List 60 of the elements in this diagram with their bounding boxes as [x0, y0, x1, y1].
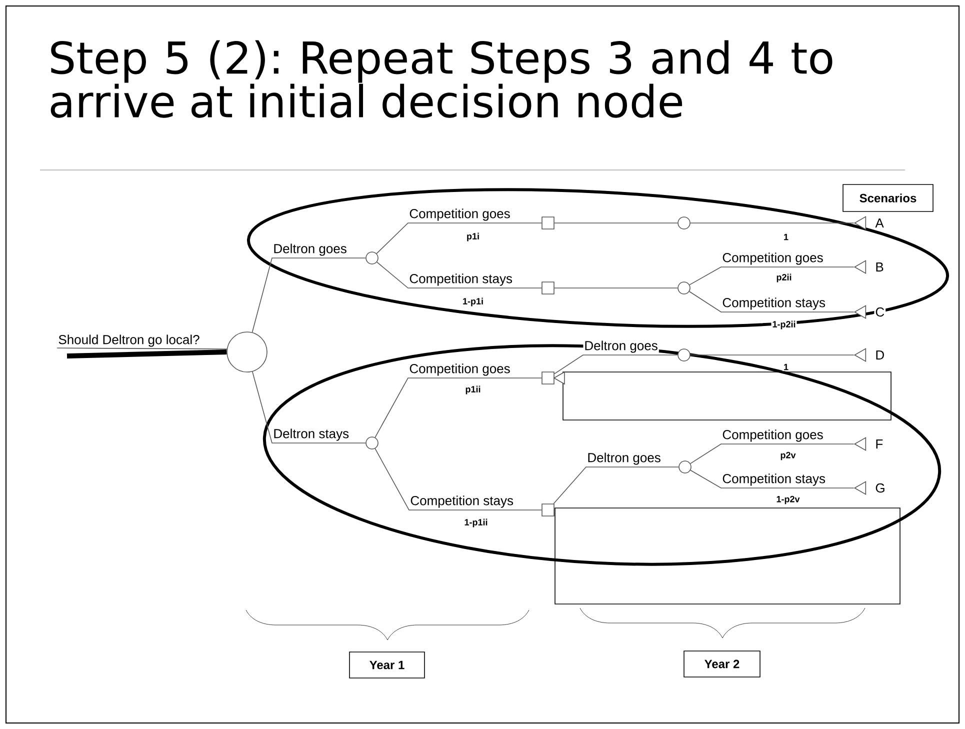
title: Step 5 (2): Repeat Steps 3 and 4 to arrive at initial decision node — [50, 40, 832, 118]
probability-label: 1-p1i — [462, 296, 484, 308]
scenario-letter: D — [874, 350, 886, 360]
branch-label: Competition goes — [721, 428, 824, 443]
branch-line — [554, 354, 678, 374]
square-node — [542, 282, 554, 294]
branch-label: Competition goes — [408, 362, 512, 377]
square-node — [542, 504, 554, 516]
branch-label: Competition goes — [408, 208, 512, 222]
branch-line — [252, 258, 366, 333]
chance-circle — [678, 348, 690, 362]
branch-line — [690, 222, 854, 224]
chance-circle — [678, 460, 692, 474]
branch-line — [554, 222, 678, 224]
question-label: Should Deltron go local? — [56, 334, 228, 350]
branch-line — [690, 444, 854, 464]
branch-label: Deltron goes — [272, 242, 348, 257]
probability-label: p1i — [466, 232, 480, 242]
square-node — [542, 372, 554, 384]
branch-label: Deltron stays — [272, 428, 350, 442]
branch-line — [690, 470, 854, 488]
branch-line — [374, 378, 542, 438]
chance-circle — [678, 282, 690, 294]
branch-line — [688, 291, 854, 312]
probability-label: 1-p2ii — [771, 320, 797, 330]
probability-label: 1 — [782, 362, 790, 372]
branch-line — [553, 466, 679, 504]
chance-circle — [366, 252, 378, 264]
branch-label: Competition goes — [721, 252, 824, 266]
scenario-letter: B — [874, 262, 885, 272]
branch-label: Deltron goes — [586, 452, 662, 466]
label-box: Year 2 — [684, 650, 760, 678]
branch-line — [690, 354, 854, 356]
chance-circle — [366, 436, 378, 450]
probability-label: p2ii — [775, 272, 793, 284]
scenario-letter: A — [874, 218, 885, 228]
decision-circle — [226, 332, 268, 372]
branch-label: Competition stays — [409, 494, 515, 509]
label-box: Scenarios — [842, 184, 934, 212]
probability-label: p2v — [779, 450, 797, 462]
branch-line — [376, 262, 542, 288]
label-box: Year 1 — [349, 652, 425, 678]
scenario-letter: F — [874, 438, 884, 450]
branch-label: Competition stays — [721, 472, 827, 487]
scenario-letter: C — [874, 306, 886, 318]
probability-label: 1-p1ii — [463, 518, 489, 528]
probability-label: 1 — [782, 232, 790, 242]
branch-label: Competition stays — [408, 272, 514, 287]
branch-line — [376, 222, 542, 254]
branch-line — [66, 350, 227, 358]
branch-line — [689, 266, 854, 286]
probability-label: p1ii — [464, 384, 482, 396]
branch-line — [252, 371, 366, 444]
chance-circle — [678, 216, 690, 230]
branch-label: Competition stays — [721, 296, 827, 311]
probability-label: 1-p2v — [775, 494, 801, 506]
branch-label: Deltron goes — [583, 340, 659, 354]
square-node — [542, 216, 554, 230]
branch-line — [374, 448, 542, 510]
scenario-letter: G — [874, 482, 886, 494]
